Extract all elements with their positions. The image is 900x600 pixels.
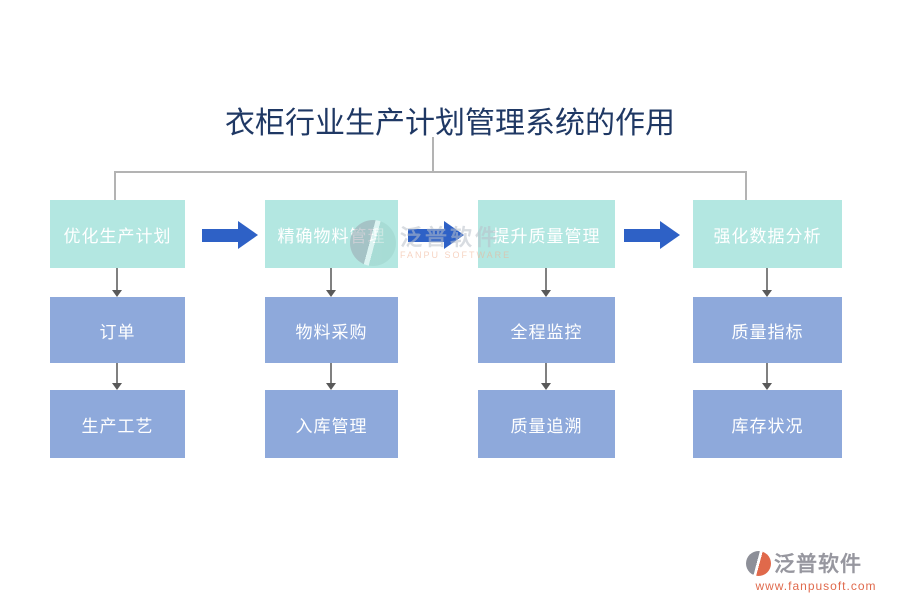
arrow-down-icon	[112, 383, 122, 390]
arrow-tip	[444, 221, 464, 249]
column-2-item-2-box: 入库管理	[265, 390, 398, 458]
column-3-connector-bottom	[541, 363, 551, 390]
tree-drop-line-right	[745, 171, 747, 200]
column-4-connector-bottom	[762, 363, 772, 390]
column-2-item-2-label: 入库管理	[295, 416, 368, 436]
column-1-item-2-label: 生产工艺	[81, 416, 154, 436]
flow-arrow-icon-2	[408, 221, 464, 249]
title-connector-line	[432, 137, 434, 172]
footer-brand-row: 泛普软件	[746, 548, 886, 578]
column-3-item-1-label: 全程监控	[510, 322, 583, 342]
footer-brand-block: 泛普软件 www.fanpusoft.com	[746, 548, 886, 593]
connector-stem	[545, 268, 547, 290]
flow-arrow-icon-3	[624, 221, 680, 249]
column-4-item-2-box: 库存状况	[693, 390, 842, 458]
column-2-connector-bottom	[326, 363, 336, 390]
connector-stem	[766, 363, 768, 383]
column-3-item-1-box: 全程监控	[478, 297, 615, 363]
arrow-down-icon	[541, 290, 551, 297]
connector-stem	[116, 363, 118, 383]
flow-arrow-icon-1	[202, 221, 258, 249]
fanpu-logo-icon	[746, 550, 771, 576]
connector-stem	[330, 363, 332, 383]
connector-stem	[330, 268, 332, 290]
connector-stem	[766, 268, 768, 290]
column-1-item-1-box: 订单	[50, 297, 185, 363]
arrow-shaft	[624, 228, 660, 242]
arrow-shaft	[202, 228, 238, 242]
column-4-header-box: 强化数据分析	[693, 200, 842, 268]
column-3-header-label: 提升质量管理	[492, 226, 601, 246]
arrow-shaft	[408, 228, 444, 242]
column-1-header-box: 优化生产计划	[50, 200, 185, 268]
tree-drop-line-left	[114, 171, 116, 200]
column-3-item-2-box: 质量追溯	[478, 390, 615, 458]
column-1-connector-bottom	[112, 363, 122, 390]
arrow-down-icon	[541, 383, 551, 390]
column-3-item-2-label: 质量追溯	[510, 416, 583, 436]
column-2-item-1-box: 物料采购	[265, 297, 398, 363]
column-2-connector-top	[326, 268, 336, 297]
arrow-down-icon	[112, 290, 122, 297]
arrow-down-icon	[762, 290, 772, 297]
column-4-item-1-label: 质量指标	[731, 322, 804, 342]
arrow-tip	[238, 221, 258, 249]
connector-stem	[545, 363, 547, 383]
arrow-down-icon	[326, 383, 336, 390]
column-2-item-1-label: 物料采购	[295, 322, 368, 342]
footer-brand-name: 泛普软件	[774, 552, 862, 576]
arrow-down-icon	[762, 383, 772, 390]
footer-brand-url: www.fanpusoft.com	[755, 579, 877, 593]
column-3-connector-top	[541, 268, 551, 297]
arrow-down-icon	[326, 290, 336, 297]
arrow-tip	[660, 221, 680, 249]
column-4-header-label: 强化数据分析	[713, 226, 822, 246]
column-2-header-label: 精确物料管理	[277, 226, 386, 246]
connector-stem	[116, 268, 118, 290]
column-1-item-2-box: 生产工艺	[50, 390, 185, 458]
column-4-connector-top	[762, 268, 772, 297]
column-1-item-1-label: 订单	[99, 322, 136, 342]
tree-horizontal-line	[114, 171, 747, 173]
column-4-item-1-box: 质量指标	[693, 297, 842, 363]
column-2-header-box: 精确物料管理	[265, 200, 398, 268]
column-3-header-box: 提升质量管理	[478, 200, 615, 268]
column-1-header-label: 优化生产计划	[63, 226, 172, 246]
diagram-title: 衣柜行业生产计划管理系统的作用	[225, 107, 675, 140]
column-4-item-2-label: 库存状况	[731, 416, 804, 436]
column-1-connector-top	[112, 268, 122, 297]
